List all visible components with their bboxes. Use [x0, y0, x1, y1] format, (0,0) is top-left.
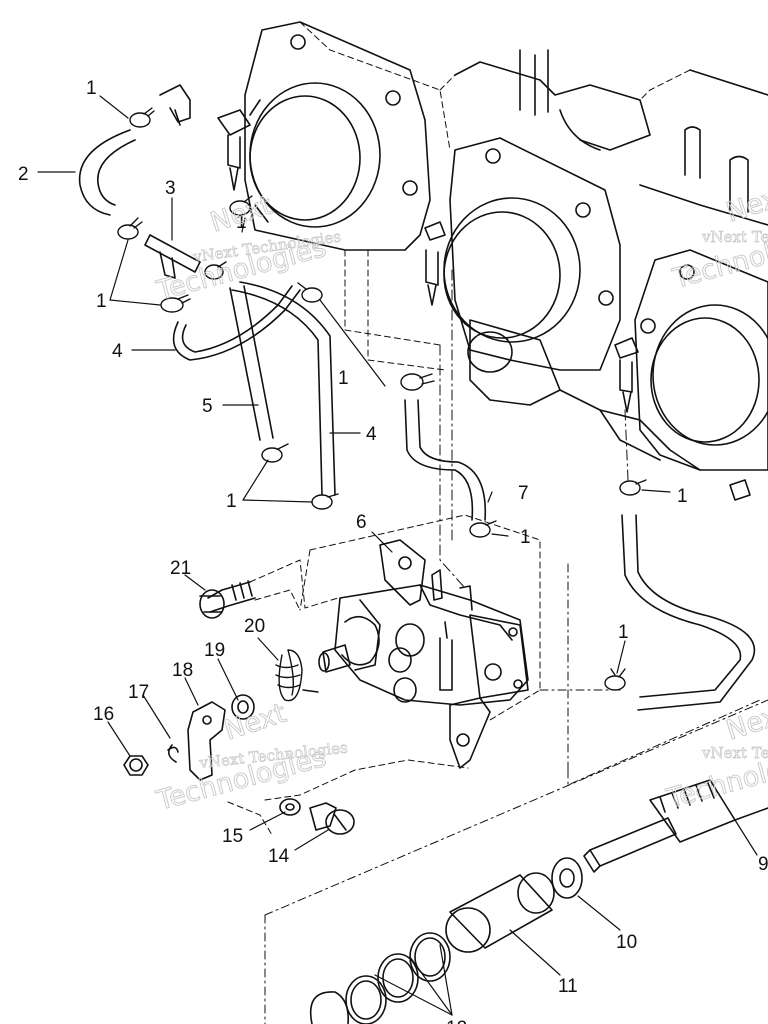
callout-1: 1: [338, 368, 349, 389]
watermark-text: vNext Technologies: [701, 228, 768, 246]
callout-1: 1: [226, 491, 237, 512]
callout-15: 15: [222, 826, 243, 847]
callout-4: 4: [366, 424, 377, 445]
callout-1: 1: [677, 486, 688, 507]
callout-17: 17: [128, 682, 149, 703]
callout-19: 19: [204, 640, 225, 661]
callout-9: 9: [758, 854, 768, 875]
small-parts: [123, 580, 469, 836]
callout-20: 20: [244, 616, 265, 637]
callout-5: 5: [202, 396, 213, 417]
leader-lines: [37, 95, 758, 1016]
engine-block: [244, 21, 768, 471]
callout-1: 1: [520, 527, 531, 548]
watermark-next: Next: [723, 698, 768, 747]
callout-3: 3: [165, 178, 176, 199]
callout-1: 1: [618, 622, 629, 643]
phantom-lines: [439, 269, 629, 589]
callout-11: 11: [558, 976, 578, 997]
callout-12: 12: [446, 1018, 467, 1024]
callout-10: 10: [616, 932, 637, 953]
callout-16: 16: [93, 704, 114, 725]
callout-2: 2: [18, 164, 29, 185]
callout-1: 1: [236, 212, 247, 233]
hose-clamps: [117, 107, 647, 691]
callout-labels: 1 2 3 1 1 4 5 1 4 1 7 6 1 1 21 20 1 19 1…: [18, 78, 768, 1024]
watermark-text: vNext Technologies: [701, 744, 768, 762]
boot-fittings: [217, 109, 751, 501]
watermark-next: Next: [221, 698, 290, 747]
hoses: [78, 84, 756, 711]
callout-18: 18: [172, 660, 193, 681]
callout-7: 7: [518, 483, 529, 504]
callout-21: 21: [170, 558, 191, 579]
callout-4: 4: [112, 341, 123, 362]
callout-1: 1: [96, 291, 107, 312]
callout-6: 6: [356, 512, 367, 533]
watermark: Next vNext Technologies Technologies Nex…: [152, 179, 768, 817]
callout-1: 1: [86, 78, 97, 99]
callout-14: 14: [268, 846, 290, 867]
pump-assembly: [249, 514, 541, 769]
